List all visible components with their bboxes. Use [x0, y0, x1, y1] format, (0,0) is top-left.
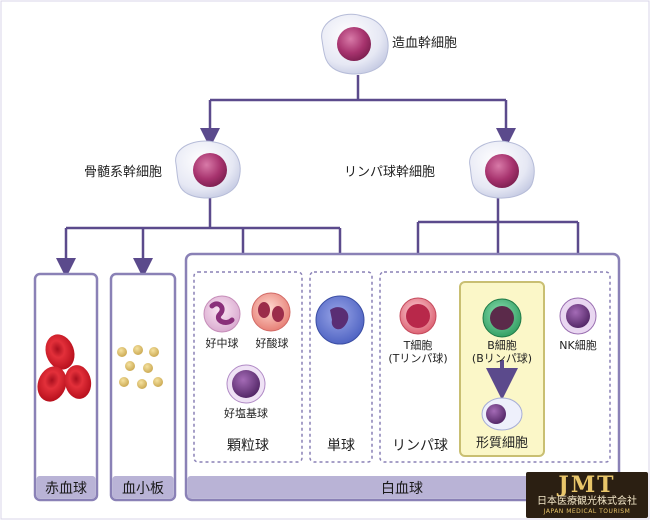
plasma-cell-icon — [481, 397, 523, 431]
lymphocyte-label: リンパ球 — [392, 438, 448, 454]
logo-company-jp: 日本医療観光株式会社 — [537, 496, 637, 507]
lymphoid-stem-cell-icon — [469, 140, 535, 199]
granulocyte-group — [193, 271, 303, 463]
hsc-label: 造血幹細胞 — [392, 36, 458, 51]
basophil-label: 好塩基球 — [224, 407, 268, 420]
rbc-label: 赤血球 — [45, 481, 87, 497]
wbc-label: 白血球 — [381, 481, 423, 497]
neutrophil-label: 好中球 — [205, 337, 239, 350]
granulocyte-label: 顆粒球 — [227, 438, 269, 454]
t-cell-sub-label: (Tリンパ球) — [388, 352, 448, 365]
nk-cell-label: NK細胞 — [559, 339, 597, 352]
nk-cell-icon — [559, 297, 597, 335]
monocyte-icon — [315, 295, 365, 345]
hsc-cell-icon — [321, 13, 389, 75]
b-cell-icon — [482, 298, 522, 338]
platelet-label: 血小板 — [122, 481, 164, 497]
neutrophil-icon — [203, 295, 241, 333]
b-cell-label: B細胞 — [487, 339, 517, 352]
monocyte-group — [309, 271, 373, 463]
myeloid-label: 骨髄系幹細胞 — [84, 165, 163, 180]
platelet-icon — [117, 345, 163, 389]
logo-company-en: JAPAN MEDICAL TOURISM — [543, 508, 631, 515]
rbc-icon — [37, 334, 92, 402]
eosinophil-label: 好酸球 — [255, 337, 289, 350]
monocyte-label: 単球 — [327, 438, 355, 454]
myeloid-stem-cell-icon — [175, 140, 241, 199]
b-cell-sub-label: (Bリンパ球) — [471, 352, 533, 365]
logo-mark: JMT — [558, 472, 616, 498]
lymphoid-label: リンパ球幹細胞 — [344, 165, 436, 180]
eosinophil-icon — [251, 292, 291, 332]
lymphocyte-group — [379, 271, 611, 463]
plasma-cell-label: 形質細胞 — [475, 436, 529, 451]
t-cell-label: T細胞 — [403, 339, 433, 352]
jmt-logo: JMT 日本医療観光株式会社 JAPAN MEDICAL TOURISM — [526, 472, 648, 518]
t-cell-icon — [399, 297, 437, 335]
basophil-icon — [226, 364, 266, 404]
